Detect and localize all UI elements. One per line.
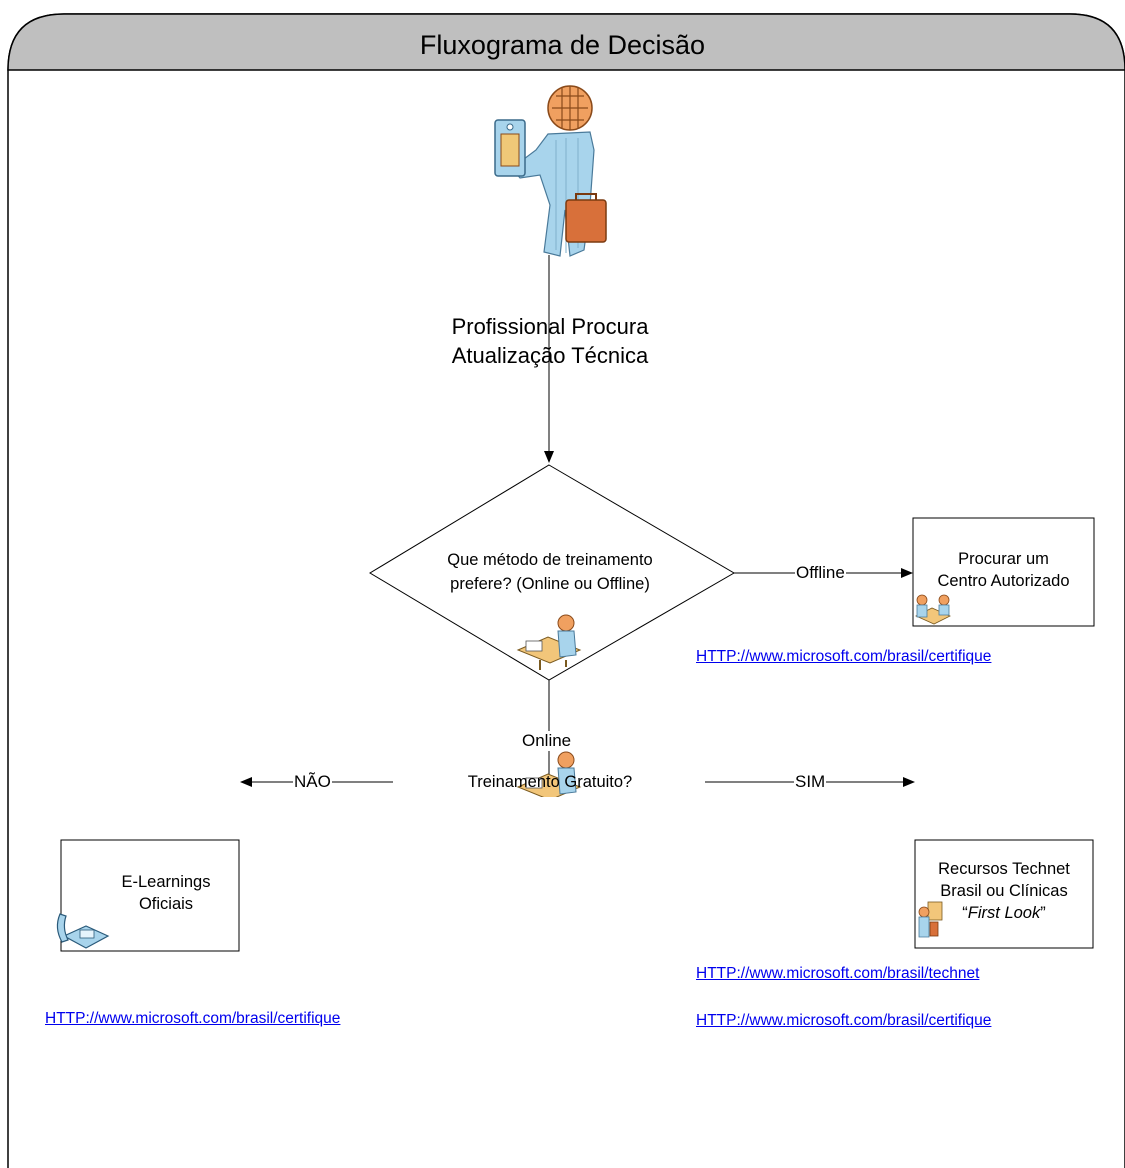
edge-label-offline: Offline — [795, 563, 846, 583]
center-label-line2: Centro Autorizado — [937, 572, 1070, 590]
decision-free-label: Treinamento Gratuito? — [467, 773, 633, 791]
technet-box — [914, 839, 1094, 949]
presenter-icon — [918, 901, 943, 938]
edge-label-nao: NÃO — [293, 772, 332, 792]
edge-label-sim: SIM — [794, 772, 827, 792]
technet-label-line2: Brasil ou Clínicas — [940, 882, 1068, 900]
desk-worker-icon — [516, 614, 582, 670]
technet-label: Recursos Technet Brasil ou Clínicas “Fir… — [915, 858, 1093, 924]
elearning-label-line1: E-Learnings — [121, 873, 211, 891]
telephone-icon — [56, 913, 110, 949]
desk-worker-icon — [516, 751, 582, 807]
meeting-icon — [915, 594, 951, 625]
elearning-label: E-Learnings Oficiais — [61, 871, 271, 915]
diagram-title: Fluxograma de Decisão — [419, 30, 706, 60]
center-label: Procurar um Centro Autorizado — [913, 548, 1094, 592]
start-label: Profissional Procura Atualização Técnica — [390, 312, 710, 370]
technet-first-look: First Look — [967, 904, 1041, 922]
header-band — [7, 13, 1125, 71]
link-technet-certifique[interactable]: HTTP://www.microsoft.com/brasil/certifiq… — [696, 1012, 992, 1029]
link-technet[interactable]: HTTP://www.microsoft.com/brasil/technet — [696, 965, 980, 982]
decision-method-label: Que método de treinamento prefere? (Onli… — [380, 548, 720, 596]
center-label-line1: Procurar um — [958, 550, 1049, 568]
businessperson-icon — [494, 85, 607, 257]
link-center-certifique[interactable]: HTTP://www.microsoft.com/brasil/certifiq… — [696, 648, 992, 665]
decision-method-line2: prefere? (Online ou Offline) — [450, 575, 650, 593]
technet-quote-close: ” — [1040, 904, 1046, 922]
start-label-line2: Atualização Técnica — [451, 343, 649, 368]
start-label-line1: Profissional Procura — [451, 314, 649, 339]
edge-label-online: Online — [521, 731, 573, 751]
decision-method-diamond — [369, 464, 735, 681]
link-elearning-certifique[interactable]: HTTP://www.microsoft.com/brasil/certifiq… — [45, 1010, 341, 1027]
elearning-label-line2: Oficiais — [138, 895, 194, 913]
technet-label-line1: Recursos Technet — [938, 860, 1070, 878]
decision-method-line1: Que método de treinamento — [447, 551, 653, 569]
technet-quote-open: “ — [962, 904, 968, 922]
technet-label-line3: “First Look” — [915, 902, 1093, 924]
